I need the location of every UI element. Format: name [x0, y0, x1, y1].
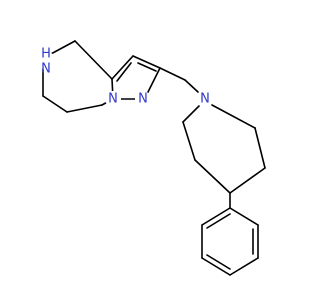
- atom-n-label: N: [200, 92, 210, 107]
- bond-c9a-c4: [74, 40, 113, 80]
- bond-ph-6: [201, 207, 231, 226]
- bond-c9a-c3: [111, 55, 134, 80]
- bond-cd-ce: [182, 121, 196, 161]
- bond-ce-n: [182, 105, 200, 123]
- atom-n-label: N: [108, 92, 118, 107]
- atom-label-layer: H N N N N: [38, 47, 213, 107]
- atom-h-label: H: [41, 47, 51, 62]
- bond-ch2-n: [184, 79, 199, 93]
- bond-cc-cd: [194, 159, 231, 194]
- bond-n-ca: [211, 104, 256, 129]
- bond-ph-4: [201, 257, 231, 276]
- bond-c9a-c3-double: [116, 62, 132, 82]
- bond-layer: [42, 40, 266, 276]
- atom-pyrazole-n2: N: [135, 91, 151, 107]
- bond-c4-n5: [48, 40, 76, 56]
- bond-ph-double-3: [206, 213, 231, 229]
- bond-c6-c7: [42, 95, 68, 113]
- bond-cb-cc: [229, 167, 266, 194]
- atom-nh: H N: [38, 47, 56, 77]
- bond-c3-c2: [132, 55, 161, 69]
- atom-n-label: N: [138, 92, 148, 107]
- bond-ph-3: [229, 257, 259, 276]
- bond-c7-c8: [66, 104, 103, 113]
- bond-c3-c2-double: [137, 62, 157, 72]
- atom-azepane-n: N: [197, 91, 213, 107]
- bond-ph-double-2: [206, 254, 231, 270]
- molecule-structure-diagram: H N N N N: [38, 40, 266, 276]
- bond-c2-ch2: [159, 67, 186, 81]
- atom-pyrazole-n1: N: [105, 91, 121, 107]
- atom-n-label: N: [41, 62, 51, 77]
- bond-c2-n2: [146, 67, 161, 95]
- bond-ph-1: [229, 207, 259, 226]
- bond-ca-cb: [254, 127, 266, 169]
